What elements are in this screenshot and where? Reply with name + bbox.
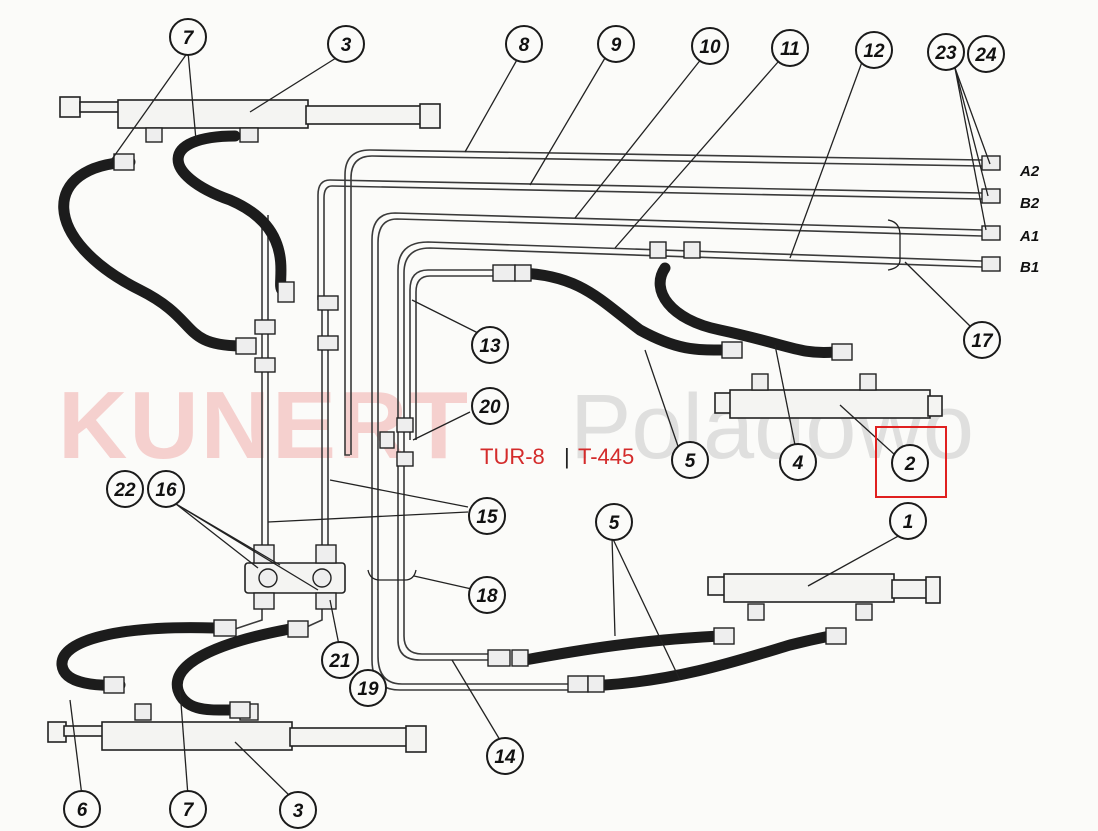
callout-22: 22	[106, 470, 144, 508]
svg-text:22: 22	[113, 480, 136, 501]
svg-text:3: 3	[293, 801, 304, 822]
callout-23: 23	[927, 33, 965, 71]
svg-text:7: 7	[183, 800, 195, 821]
callout-14: 14	[486, 737, 524, 775]
callout-5-upper: 5	[671, 441, 709, 479]
svg-text:5: 5	[609, 513, 620, 534]
svg-text:17: 17	[971, 331, 994, 352]
distributor-block	[244, 544, 346, 610]
cylinder-3-top	[59, 96, 441, 143]
hoses	[56, 130, 841, 716]
port-labels: A2 B2 A1 B1	[1019, 163, 1040, 276]
callout-20: 20	[471, 387, 509, 425]
svg-text:7: 7	[183, 28, 195, 49]
callout-3-top: 3	[327, 25, 365, 63]
callout-1: 1	[889, 502, 927, 540]
svg-text:23: 23	[934, 43, 957, 64]
port-fittings	[981, 155, 1001, 272]
callout-15: 15	[468, 497, 506, 535]
svg-text:14: 14	[494, 747, 516, 768]
port-b1: B1	[1020, 259, 1039, 276]
svg-text:10: 10	[699, 37, 721, 58]
callout-13: 13	[471, 326, 509, 364]
callout-4: 4	[779, 443, 817, 481]
callout-7-top: 7	[169, 18, 207, 56]
callout-8: 8	[505, 25, 543, 63]
callout-7-bottom: 7	[169, 790, 207, 828]
callout-16: 16	[147, 470, 185, 508]
svg-text:4: 4	[792, 453, 804, 474]
port-b2: B2	[1020, 195, 1040, 212]
svg-text:12: 12	[863, 41, 885, 62]
callout-17: 17	[963, 321, 1001, 359]
callout-19: 19	[349, 669, 387, 707]
model-caption: TUR-8 | T-445	[480, 444, 634, 469]
svg-text:1: 1	[903, 512, 914, 533]
cylinder-2	[714, 373, 943, 419]
svg-text:9: 9	[611, 35, 622, 56]
model-code-1: TUR-8	[480, 444, 545, 469]
callout-2: 2	[891, 444, 929, 482]
svg-text:11: 11	[780, 39, 800, 60]
callout-24: 24	[967, 35, 1005, 73]
leader-lines	[69, 51, 991, 799]
highlight-box-part-2	[875, 426, 947, 498]
callout-10: 10	[691, 27, 729, 65]
svg-text:2: 2	[904, 454, 916, 475]
callout-12: 12	[855, 31, 893, 69]
svg-text:21: 21	[328, 651, 350, 672]
callout-11: 11	[771, 29, 809, 67]
cylinder-1	[707, 573, 941, 621]
svg-text:6: 6	[77, 800, 88, 821]
callout-18: 18	[468, 576, 506, 614]
model-separator: |	[564, 444, 570, 469]
svg-text:16: 16	[155, 480, 177, 501]
svg-text:15: 15	[476, 507, 498, 528]
cylinder-3-bottom	[47, 703, 427, 753]
svg-text:18: 18	[476, 586, 498, 607]
svg-text:13: 13	[479, 336, 501, 357]
port-a2: A2	[1019, 163, 1040, 180]
svg-text:19: 19	[357, 679, 379, 700]
svg-text:20: 20	[478, 397, 501, 418]
callout-3-bottom: 3	[279, 791, 317, 829]
model-code-2: T-445	[578, 444, 634, 469]
callout-21: 21	[321, 641, 359, 679]
hose-fittings	[103, 153, 853, 719]
svg-text:8: 8	[519, 35, 530, 56]
svg-text:5: 5	[685, 451, 696, 472]
bracket-18	[367, 569, 417, 581]
bracket-17	[887, 219, 901, 271]
svg-text:24: 24	[974, 45, 997, 66]
tee-fittings	[254, 241, 701, 467]
callouts: 7 3 8 9 10 11 12 23 24 13 17 20 5 4 2 22…	[63, 18, 1005, 829]
callout-9: 9	[597, 25, 635, 63]
callout-5-lower: 5	[595, 503, 633, 541]
port-a1: A1	[1019, 228, 1039, 245]
callout-6: 6	[63, 790, 101, 828]
svg-text:3: 3	[341, 35, 352, 56]
